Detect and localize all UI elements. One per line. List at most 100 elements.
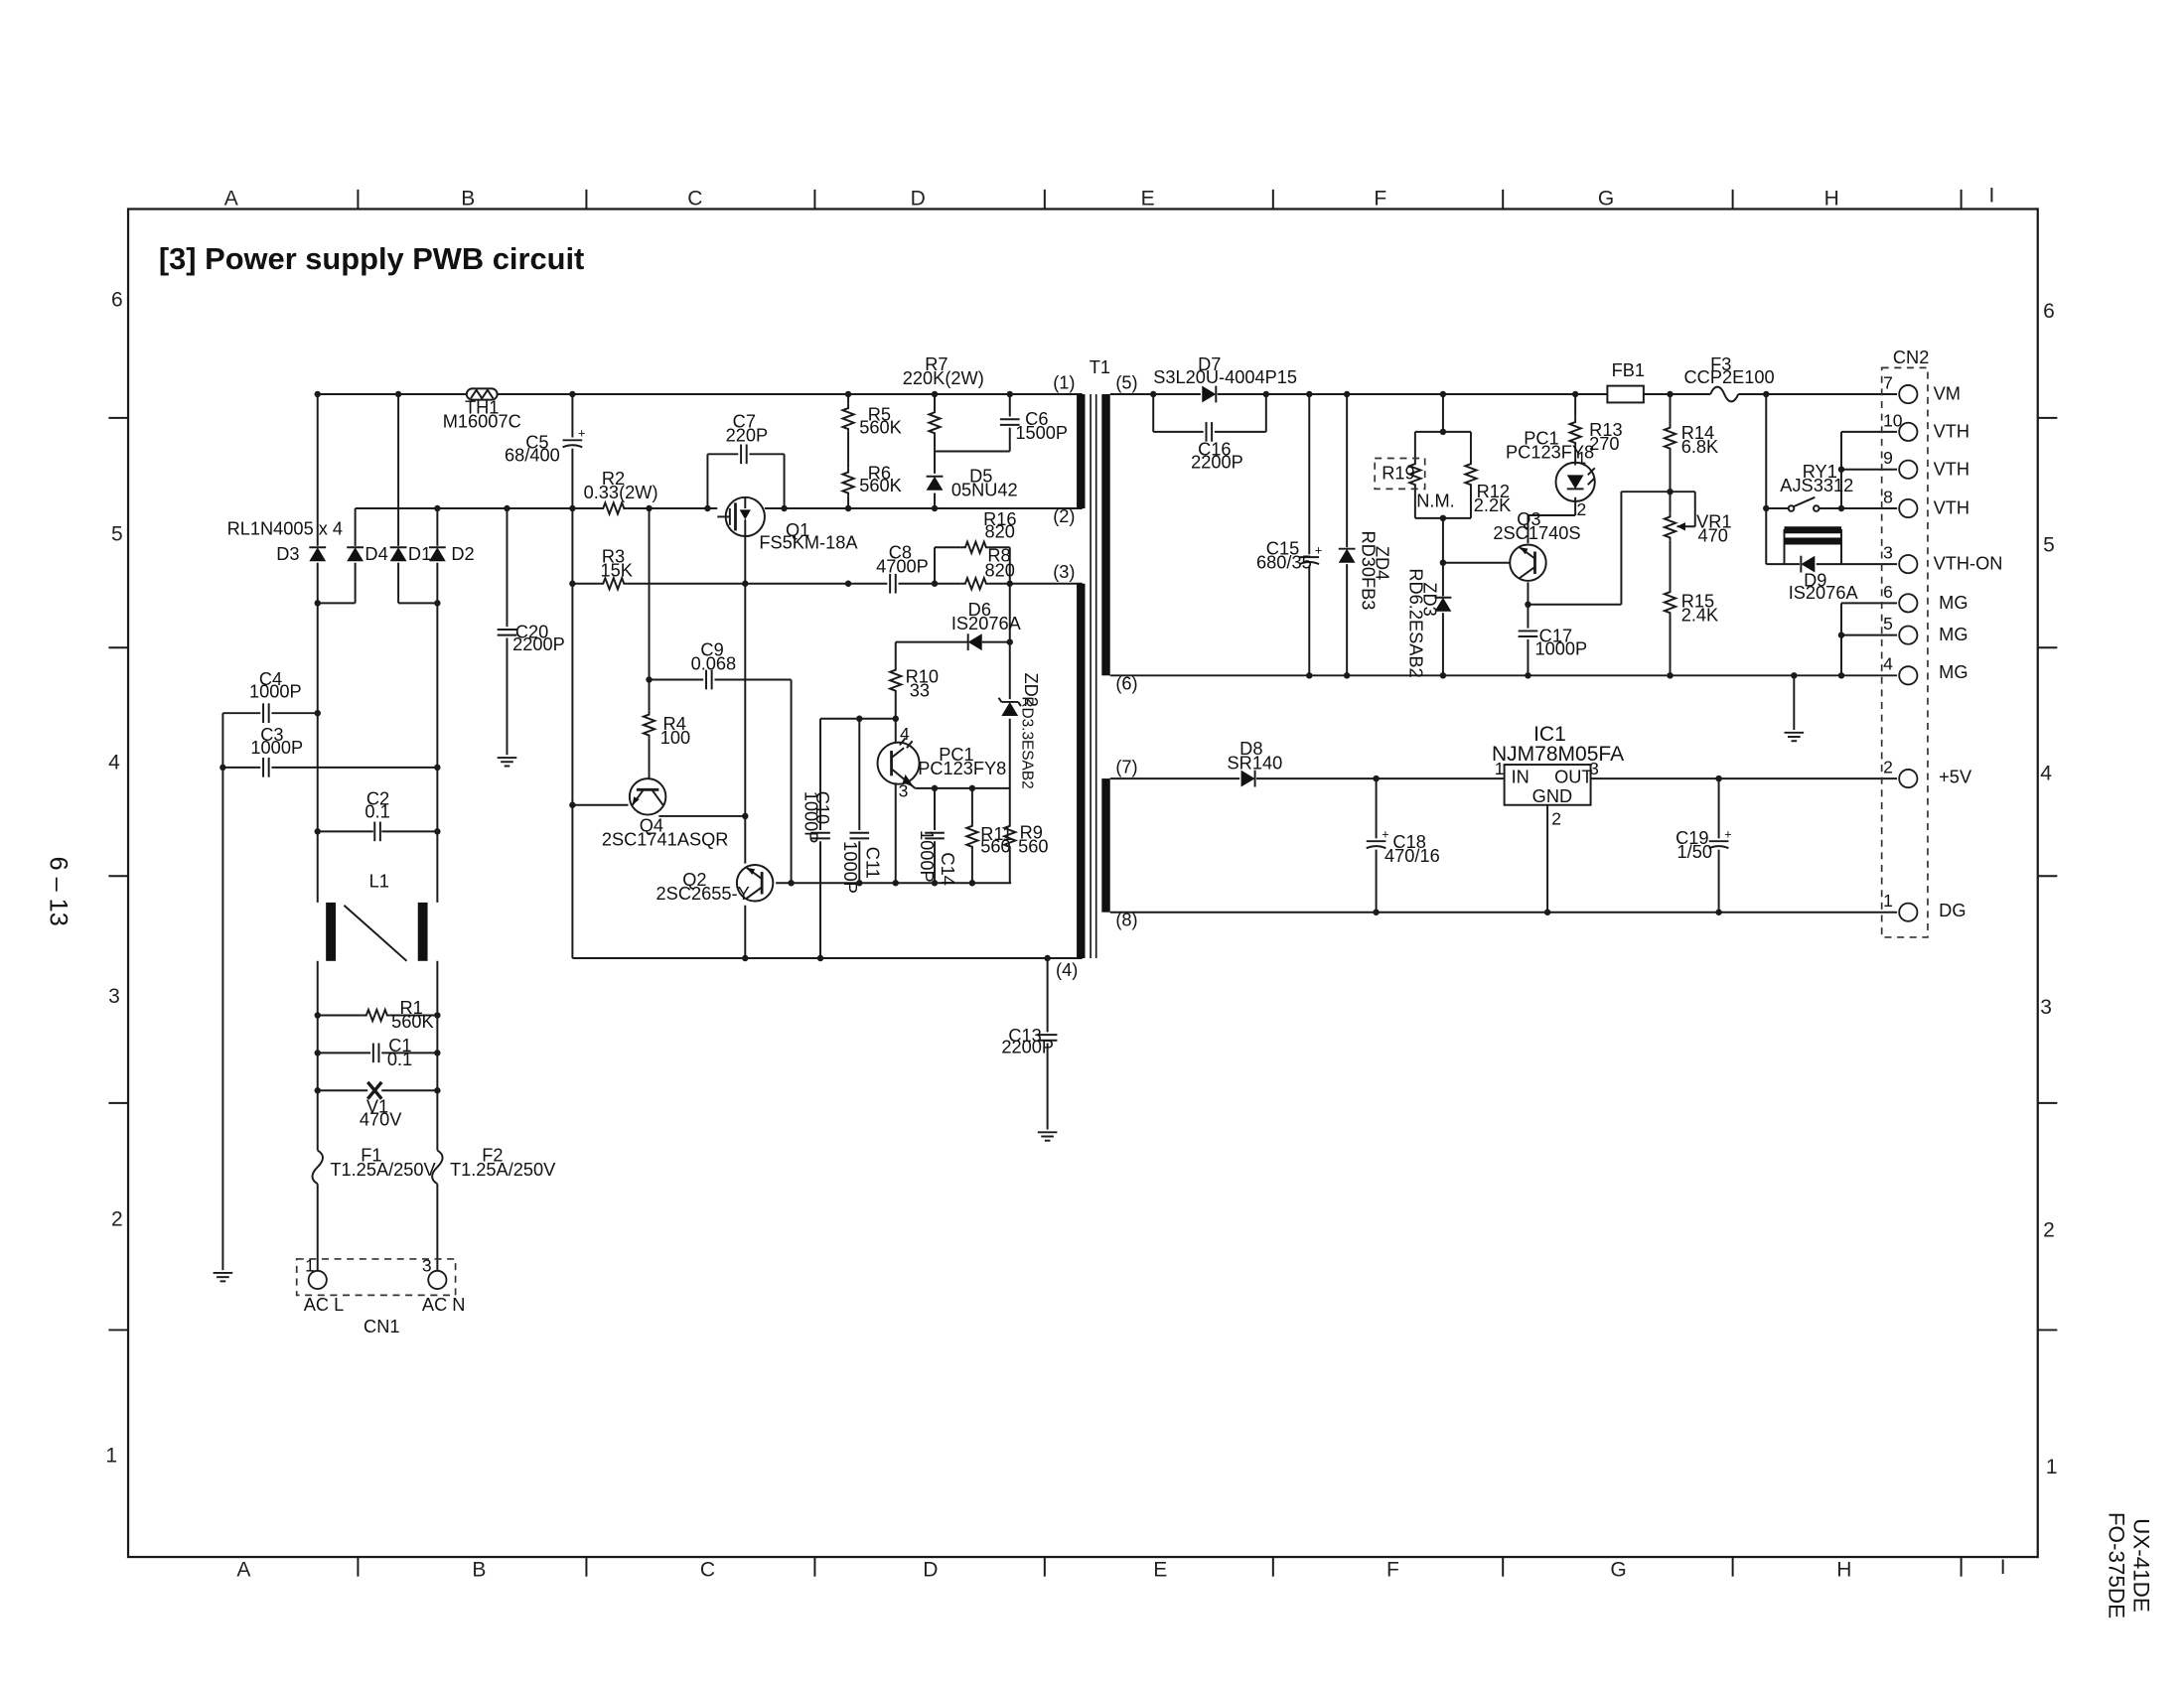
svg-text:T1: T1 (1090, 356, 1110, 377)
zone-col-h-top: H (1824, 187, 1839, 210)
svg-text:C11: C11 (862, 847, 883, 879)
cn2-pin-vm: 7VM (1883, 372, 1961, 405)
svg-text:CN1: CN1 (364, 1316, 399, 1336)
svg-text:(3): (3) (1053, 561, 1075, 582)
svg-text:D2: D2 (451, 543, 474, 564)
svg-text:R1: R1 (399, 997, 422, 1018)
zd3-zener: ZD3 RD6.2ESAB2 (1405, 568, 1453, 678)
cn2-pin-mg-5: 5MG (1883, 614, 1968, 645)
r14-resistor: R14 6.8K (1663, 422, 1718, 457)
zone-col-d-bottom: D (923, 1559, 938, 1582)
q1-mosfet: Q1 FS5KM-18A (717, 495, 858, 553)
svg-text:IS2076A: IS2076A (1789, 582, 1859, 603)
c14-capacitor: C14 1000P (917, 830, 958, 886)
svg-text:270: 270 (1589, 433, 1619, 454)
svg-text:3: 3 (1883, 543, 1893, 563)
v1-varistor: V1 470V (360, 1080, 402, 1129)
c8-capacitor: C8 4700P (876, 542, 929, 595)
svg-text:0.33(2W): 0.33(2W) (584, 482, 658, 502)
zone-col-c-bottom: C (700, 1559, 715, 1582)
svg-text:IS2076A: IS2076A (951, 613, 1022, 633)
zone-col-g-top: G (1598, 187, 1614, 210)
svg-text:M16007C: M16007C (443, 411, 521, 432)
q2-transistor: Q2 2SC2655-Y (656, 863, 775, 904)
r3-resistor: R3 15K (598, 546, 633, 591)
svg-text:2200P: 2200P (512, 633, 565, 654)
model-number-2: FO-375DE (2104, 1512, 2128, 1618)
r16-resistor: R16 820 (959, 508, 1017, 554)
svg-text:C3: C3 (260, 724, 283, 745)
svg-text:68/400: 68/400 (505, 444, 560, 465)
c2-capacitor: C2 0.1 (364, 788, 390, 843)
c4-capacitor: C4 1000P (249, 668, 302, 724)
c6-capacitor: C6 1500P (998, 408, 1068, 443)
svg-text:IN: IN (1512, 766, 1529, 786)
zd2-zener: ZD2 RD3.3ESAB2 (997, 673, 1042, 789)
drawing-frame (126, 208, 2039, 1559)
c3-capacitor: C3 1000P (250, 724, 303, 778)
c15-capacitor: C15 680/35 (1256, 537, 1324, 572)
r12-resistor: R12 2.2K (1464, 458, 1511, 515)
svg-text:33: 33 (910, 679, 930, 700)
zone-col-b-top: B (461, 187, 475, 210)
r9-resistor: R9 560 (1003, 820, 1049, 856)
page-title: [3] Power supply PWB circuit (159, 241, 584, 276)
frame-ticks (108, 189, 2058, 1577)
svg-text:D7: D7 (1198, 353, 1221, 374)
svg-text:VTH: VTH (1934, 420, 1969, 441)
secondary-junctions (1149, 390, 1845, 915)
svg-text:4: 4 (900, 724, 910, 744)
c17-capacitor: C17 1000P (1517, 626, 1587, 658)
svg-text:R3: R3 (602, 546, 625, 567)
zone-row-2-right: 2 (2043, 1218, 2055, 1241)
r15-resistor: R15 2.4K (1663, 586, 1718, 626)
primary-wiring (221, 393, 1083, 1271)
zd4-zener: ZD4 RD30FB3 (1337, 530, 1393, 610)
svg-text:F1: F1 (361, 1145, 381, 1166)
svg-text:T1.25A/250V: T1.25A/250V (450, 1159, 556, 1180)
zone-col-e-bottom: E (1153, 1559, 1167, 1582)
svg-text:560: 560 (1018, 835, 1048, 856)
svg-text:560K: 560K (859, 475, 902, 495)
bridge-rectifier: RL1N4005 x 4 D3 D4 D1 D2 (227, 518, 475, 564)
svg-text:(4): (4) (1056, 959, 1078, 980)
svg-text:R7: R7 (925, 353, 947, 374)
svg-text:R14: R14 (1681, 422, 1714, 443)
svg-text:2SC1740S: 2SC1740S (1493, 522, 1580, 543)
svg-text:3: 3 (899, 780, 909, 800)
svg-text:Q4: Q4 (640, 814, 663, 835)
svg-text:D4: D4 (364, 543, 387, 564)
zone-row-6-left: 6 (111, 289, 123, 312)
svg-text:2200P: 2200P (1001, 1036, 1054, 1056)
r10-resistor: R10 33 (889, 664, 939, 700)
c7-capacitor: C7 220P (726, 411, 768, 466)
svg-text:MG: MG (1939, 624, 1967, 644)
svg-text:820: 820 (985, 560, 1015, 581)
svg-text:R6: R6 (868, 463, 891, 484)
pc1-led: 1 2 PC1 PC123FY8 (1506, 428, 1596, 519)
svg-text:560K: 560K (391, 1011, 434, 1032)
zone-col-c-top: C (687, 187, 702, 210)
svg-text:C7: C7 (733, 411, 756, 432)
q3-transistor: Q3 2SC1740S (1493, 508, 1581, 583)
svg-text:NJM78M05FA: NJM78M05FA (1492, 743, 1624, 766)
d5-diode: D5 05NU42 (925, 465, 1018, 499)
svg-text:(8): (8) (1115, 910, 1137, 930)
svg-text:PC123FY8: PC123FY8 (918, 758, 1006, 778)
svg-text:C8: C8 (889, 542, 912, 563)
svg-text:1500P: 1500P (1015, 422, 1068, 443)
svg-text:1/50: 1/50 (1677, 841, 1712, 862)
svg-text:DG: DG (1939, 900, 1966, 920)
c20-capacitor: C20 2200P (496, 621, 565, 768)
zone-row-1-right: 1 (2046, 1456, 2058, 1478)
zone-col-b-bottom: B (472, 1559, 486, 1582)
svg-text:CN2: CN2 (1893, 347, 1929, 367)
svg-text:1: 1 (1883, 891, 1893, 911)
r19-resistor: R19 N.M. (1374, 457, 1455, 511)
svg-text:VTH: VTH (1934, 458, 1969, 479)
zone-row-1-left: 1 (105, 1445, 117, 1468)
